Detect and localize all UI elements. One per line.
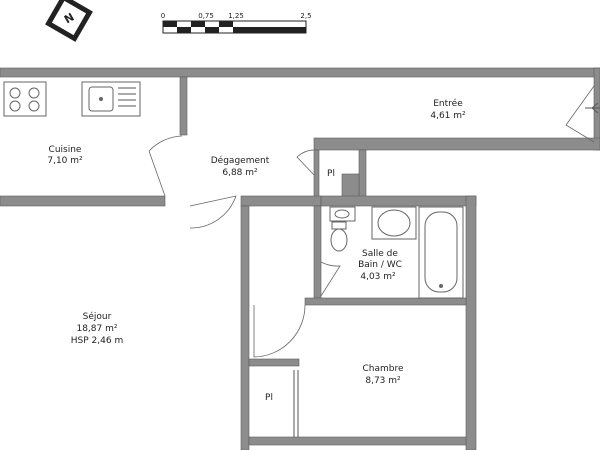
room-name-sejour: Séjour	[83, 311, 112, 322]
bathroom-fixtures-icon	[329, 206, 464, 299]
scale-tick-1: 0,75	[198, 12, 214, 20]
room-area-cuisine: 7,10 m²	[47, 156, 83, 166]
room-name-sdb-2: Bain / WC	[358, 260, 402, 270]
room-area-sdb: 4,03 m²	[360, 272, 396, 282]
stove-icon	[3, 81, 47, 117]
scale-tick-2: 1,25	[228, 12, 244, 20]
room-name-cuisine: Cuisine	[49, 145, 82, 155]
walls	[0, 67, 600, 450]
scale-tick-3: 2,5	[300, 12, 311, 20]
scale-bar: 0 0,75 1,25 2,5	[161, 12, 312, 34]
scale-tick-0: 0	[161, 12, 165, 20]
north-compass-icon: N	[45, 0, 93, 42]
room-name-placard-1: Pl	[327, 169, 335, 179]
room-name-sdb: Salle de	[362, 249, 398, 259]
room-area-chambre: 8,73 m²	[365, 376, 401, 386]
room-name-chambre: Chambre	[362, 364, 403, 374]
room-name-placard-2: Pl	[265, 393, 273, 403]
room-height-sejour: HSP 2,46 m	[71, 336, 123, 346]
doors	[148, 85, 600, 437]
room-area-sejour: 18,87 m²	[76, 324, 117, 334]
room-name-degagement: Dégagement	[211, 155, 270, 166]
room-area-entree: 4,61 m²	[430, 111, 466, 121]
room-name-entree: Entrée	[433, 98, 463, 109]
sink-icon	[81, 81, 141, 117]
room-area-degagement: 6,88 m²	[222, 168, 258, 178]
